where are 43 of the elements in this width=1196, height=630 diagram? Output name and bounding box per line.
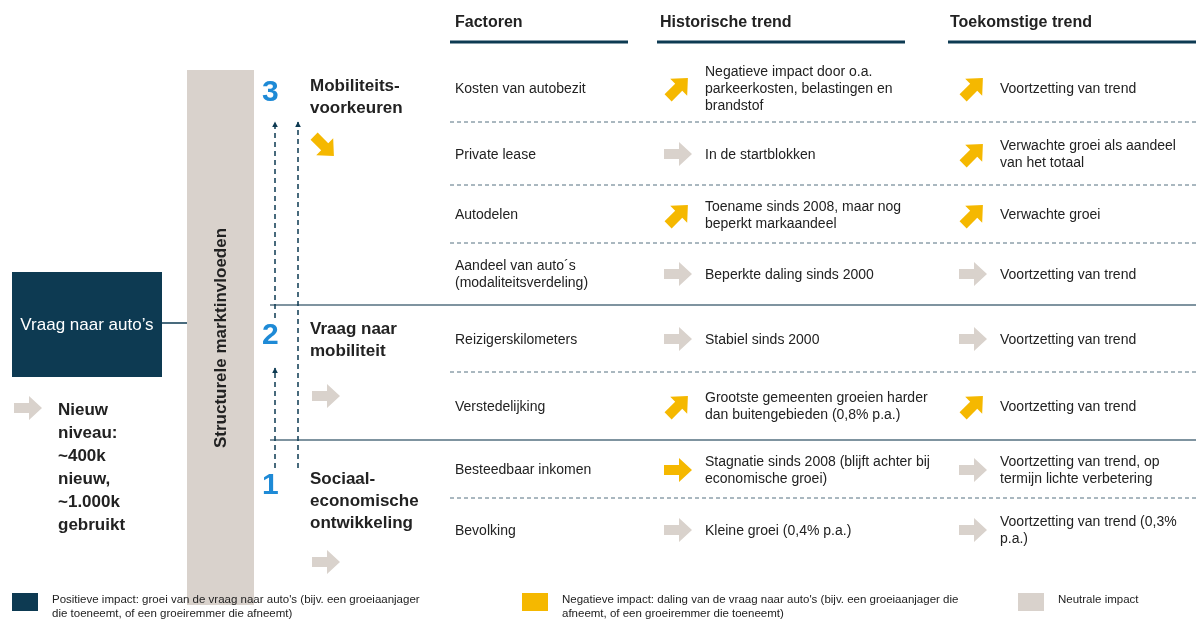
section-number: 1 [262, 468, 279, 500]
dashed-arrow [272, 121, 278, 319]
trend-text: In de startblokken [705, 144, 817, 164]
legend-text: Negatieve impact: daling van de vraag naar auto's (bijv. een groeiaanjager die afneemt, of een groeiremmer die toeneemt) [562, 592, 960, 620]
column-header: Toekomstige trend [950, 12, 1092, 32]
dashed-arrow [272, 367, 278, 469]
factor-label: Verstedelijking [455, 396, 547, 416]
factor-label: Reizigerskilometers [455, 329, 579, 349]
trend-text: Voortzetting van trend (0,3% p.a.) [1000, 512, 1178, 548]
section-number: 2 [262, 318, 279, 350]
factor-label: Autodelen [455, 205, 520, 224]
trend-text: Toename sinds 2008, maar nog beperkt markaandeel [705, 196, 903, 233]
factor-label: Besteedbaar inkomen [455, 460, 593, 479]
factor-label: Private lease [455, 144, 537, 164]
trend-text: Stagnatie sinds 2008 (blijft achter bij economische groei) [705, 451, 931, 488]
connector-line [161, 322, 188, 324]
factor-label: Aandeel van auto´s (modaliteitsverdeling) [455, 256, 590, 292]
legend-text: Positieve impact: groei van de vraag naar auto's (bijv. een groeiaanjager die toeneemt, of een groeiremmer die afneemt) [52, 592, 421, 620]
column-header: Factoren [455, 12, 523, 32]
legend-text: Neutrale impact [1058, 592, 1140, 606]
trend-text: Kleine groei (0,4% p.a.) [705, 520, 853, 540]
level-note: Nieuw niveau: ~400k nieuw, ~1.000k gebruikt [58, 399, 127, 536]
trend-text: Verwachte groei [1000, 205, 1102, 224]
column-header: Historische trend [660, 12, 792, 32]
trend-text: Verwachte groei als aandeel van het totaal [1000, 136, 1177, 172]
bar-title: Structurele marktinvloeden [210, 227, 231, 448]
section-number: 3 [262, 75, 279, 107]
trend-text: Grootste gemeenten groeien harder dan buitengebieden (0,8% p.a.) [705, 388, 929, 424]
section-heading: Vraag naar mobiliteit [310, 318, 398, 362]
trend-text: Voortzetting van trend [1000, 264, 1138, 284]
trend-text: Voortzetting van trend [1000, 329, 1138, 349]
trend-text: Negatieve impact door o.a. parkeerkosten, belastingen en brandstof [705, 61, 894, 115]
trend-text: Voortzetting van trend [1000, 78, 1138, 98]
trend-text: Stabiel sinds 2000 [705, 329, 821, 349]
trend-text: Voortzetting van trend, op termijn lichte verbetering [1000, 451, 1161, 488]
section-heading: Sociaal- economische ontwikkeling [310, 468, 420, 534]
section-heading: Mobiliteits- voorkeuren [310, 75, 404, 119]
factor-label: Kosten van autobezit [455, 78, 587, 98]
trend-text: Beperkte daling sinds 2000 [705, 264, 875, 284]
factor-label: Bevolking [455, 520, 517, 540]
trend-text: Voortzetting van trend [1000, 396, 1138, 416]
demand-box: Vraag naar auto’s [12, 272, 162, 377]
dashed-arrow [295, 121, 301, 469]
